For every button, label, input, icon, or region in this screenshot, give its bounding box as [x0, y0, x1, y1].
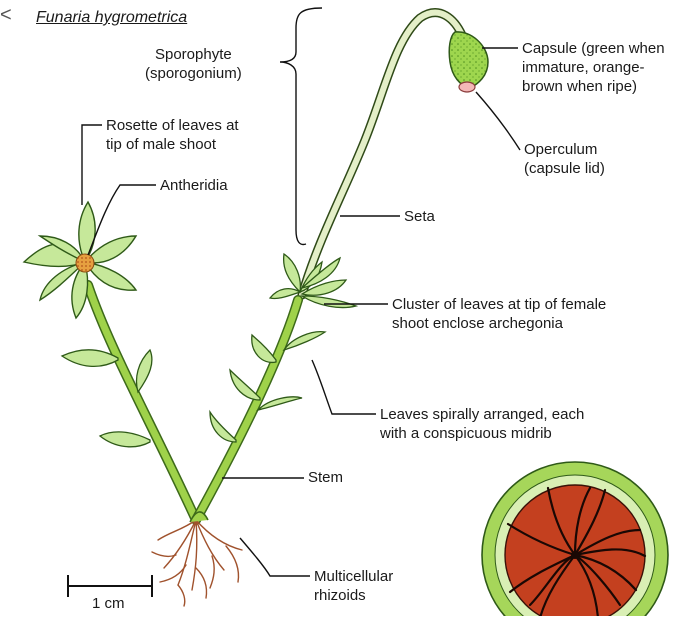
rhizoids	[152, 520, 242, 606]
diagram-title: Funaria hygrometrica	[36, 8, 187, 27]
label-leaves: Leaves spirally arranged, each with a co…	[380, 405, 584, 443]
leader-rhizoids	[240, 538, 310, 576]
leader-leaves	[312, 360, 376, 414]
operculum	[459, 82, 475, 92]
scale-bar-label: 1 cm	[92, 594, 125, 613]
label-rosette: Rosette of leaves at tip of male shoot	[106, 116, 239, 154]
sporophyte-brace	[280, 8, 322, 244]
label-rhizoids: Multicellular rhizoids	[314, 567, 393, 605]
label-operculum: Operculum (capsule lid)	[524, 140, 605, 178]
label-capsule: Capsule (green when immature, orange- br…	[522, 39, 665, 96]
leader-rosette	[82, 125, 102, 205]
label-stem: Stem	[308, 468, 343, 487]
prev-nav-icon[interactable]: <	[0, 4, 12, 27]
label-seta: Seta	[404, 207, 435, 226]
label-cluster: Cluster of leaves at tip of female shoot…	[392, 295, 606, 333]
capsule-cross-section	[482, 462, 668, 616]
label-sporophyte: Sporophyte (sporogonium)	[145, 45, 242, 83]
label-antheridia: Antheridia	[160, 176, 228, 195]
leader-operculum	[476, 92, 520, 150]
antheridia-cluster	[76, 254, 94, 272]
capsule	[449, 32, 488, 88]
seta	[302, 13, 462, 295]
